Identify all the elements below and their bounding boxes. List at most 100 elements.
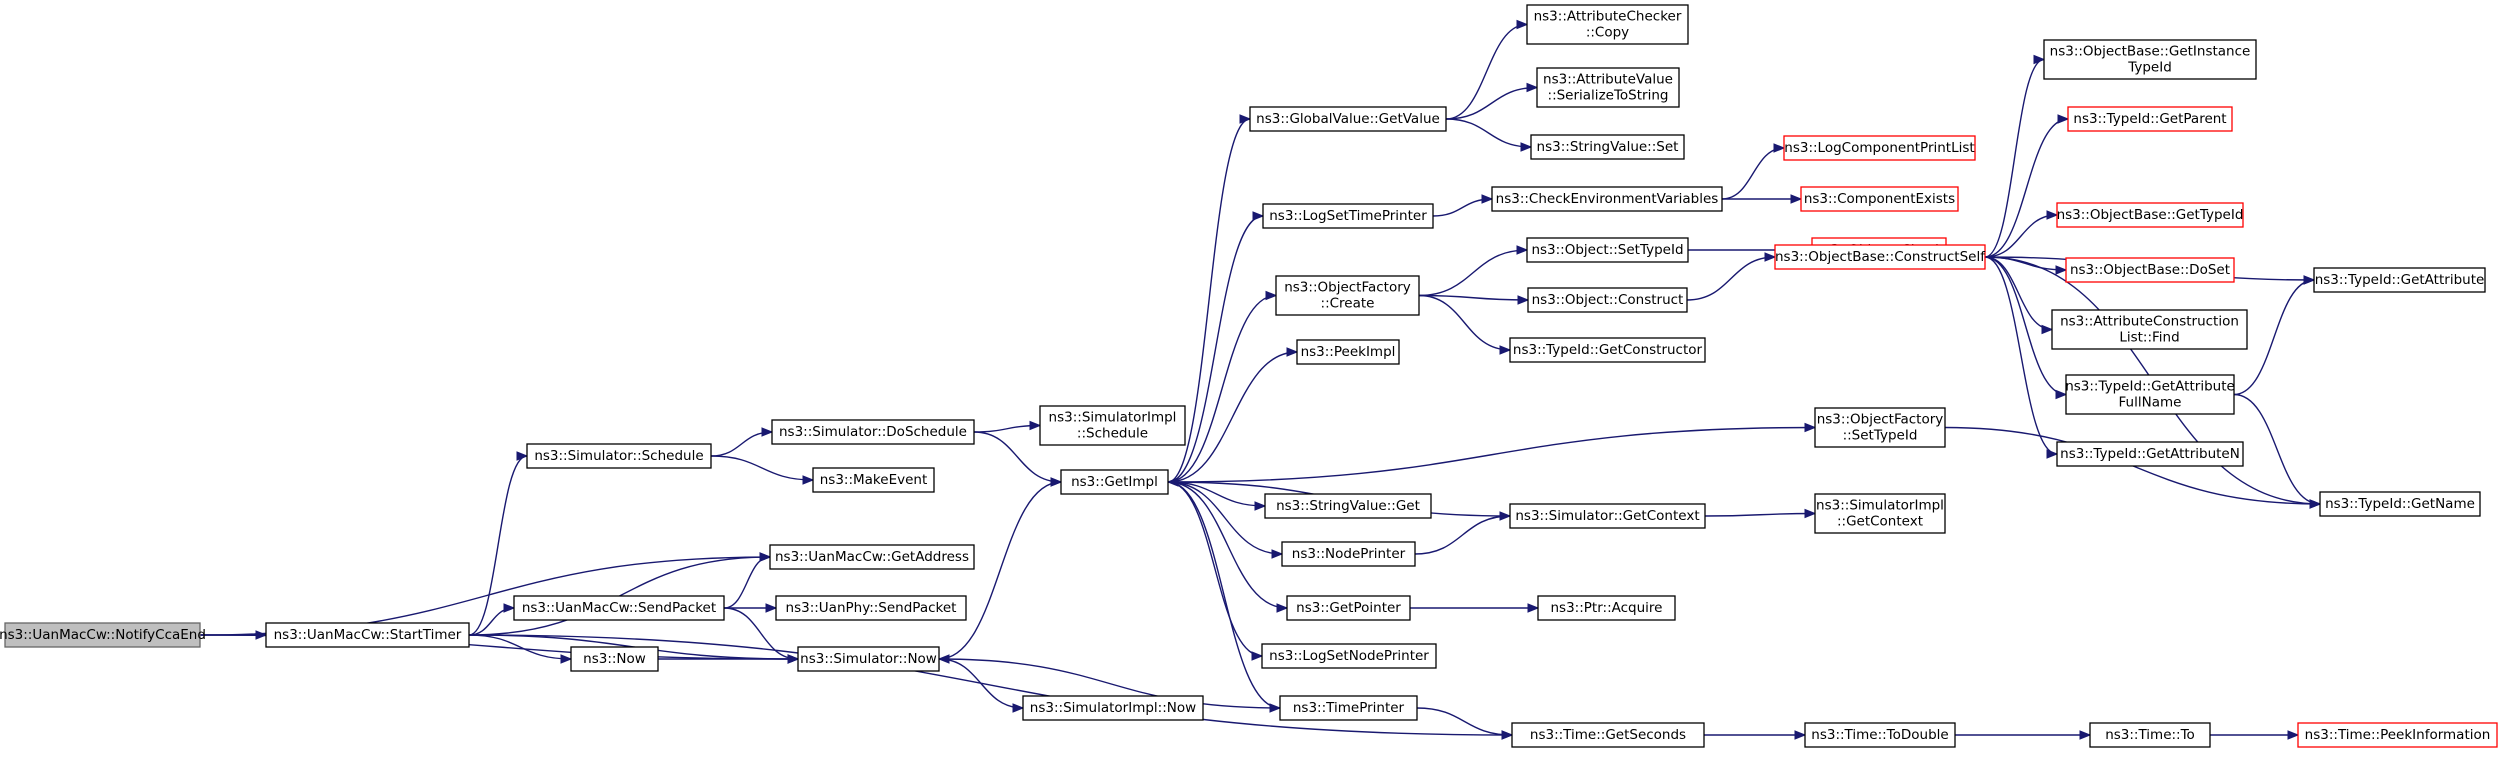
function-node-compexists[interactable]: ns3::ComponentExists [1800,186,1959,212]
node-label: ns3::ObjectBase::ConstructSelf [1775,249,1986,265]
function-node-logsetnode[interactable]: ns3::LogSetNodePrinter [1261,643,1437,669]
edge-line [1167,481,1266,507]
function-node-objbasedoset[interactable]: ns3::ObjectBase::DoSet [2065,257,2235,283]
function-node-typeidgetname[interactable]: ns3::TypeId::GetName [2319,491,2481,517]
function-node-attrcheckercopy[interactable]: ns3::AttributeChecker::Copy [1526,4,1689,45]
function-node-stringget[interactable]: ns3::StringValue::Get [1264,493,1432,519]
function-node-logcompprint[interactable]: ns3::LogComponentPrintList [1783,135,1976,161]
function-node-peekimpl[interactable]: ns3::PeekImpl [1296,339,1400,365]
node-box [1530,134,1685,160]
node-label: ns3::UanMacCw::SendPacket [522,600,716,616]
node-label: ns3::TypeId::GetParent [2073,111,2226,127]
function-node-objsettypeid[interactable]: ns3::Object::SetTypeId [1526,237,1689,263]
call-edge-starttimer-to-getaddress [468,552,772,636]
node-label: ns3::TypeId::GetAttribute [2315,272,2485,288]
call-edge-timeto-to-peekinformation [2210,730,2300,740]
call-edge-doschedule-to-simimplschedule [973,420,1042,433]
node-label: ns3::LogSetNodePrinter [1269,648,1429,664]
node-box [4,622,201,648]
edge-arrowhead [560,654,573,664]
function-node-getimpl[interactable]: ns3::GetImpl [1060,469,1169,495]
function-node-simgetcontext[interactable]: ns3::Simulator::GetContext [1509,503,1706,529]
node-box [1249,106,1447,132]
node-box [1511,722,1705,748]
edge-arrowhead [1271,549,1284,559]
edge-arrowhead [1764,252,1777,262]
edge-line [1167,481,1283,555]
function-node-timetodouble[interactable]: ns3::Time::ToDouble [1804,722,1956,748]
node-label: ns3::CheckEnvironmentVariables [1496,191,1719,207]
function-node-peekinformation[interactable]: ns3::Time::PeekInformation [2297,722,2498,748]
edge-arrowhead [1481,194,1494,204]
function-node-sendpacket[interactable]: ns3::UanMacCw::SendPacket [513,595,725,621]
node-box [1774,244,1986,270]
function-node-uanphysend[interactable]: ns3::UanPhy::SendPacket [775,595,967,621]
function-node-typeidgetattribute[interactable]: ns3::TypeId::GetAttribute [2313,267,2486,293]
function-node-nodeprinter[interactable]: ns3::NodePrinter [1281,541,1416,567]
node-label: ::SetTypeId [1843,428,1918,444]
node-label: ns3::Object::SetTypeId [1531,242,1683,258]
function-node-attrvalueser[interactable]: ns3::AttributeValue::SerializeToString [1536,67,1680,108]
edge-arrowhead [1790,194,1803,204]
node-label: ns3::ComponentExists [1804,191,1955,207]
node-box [2065,257,2235,283]
node-label: ::GetContext [1837,514,1923,530]
node-box [1800,186,1959,212]
function-node-timeto[interactable]: ns3::Time::To [2089,722,2211,748]
function-node-getpointer[interactable]: ns3::GetPointer [1286,595,1411,621]
edge-line [1167,215,1264,483]
call-edge-getimpl-to-nodeprinter [1167,481,1284,559]
function-node-typeidgetparent[interactable]: ns3::TypeId::GetParent [2067,106,2233,132]
function-node-getaddress[interactable]: ns3::UanMacCw::GetAddress [769,544,975,570]
function-node-objfactorycreate[interactable]: ns3::ObjectFactory::Create [1275,275,1420,316]
edge-line [723,556,771,609]
node-box [2056,202,2244,228]
node-box [1264,493,1432,519]
function-node-simimplschedule[interactable]: ns3::SimulatorImpl::Schedule [1039,405,1186,446]
function-node-schedule[interactable]: ns3::Simulator::Schedule [526,443,712,469]
function-node-starttimer[interactable]: ns3::UanMacCw::StartTimer [265,622,470,648]
function-node-ptracquire[interactable]: ns3::Ptr::Acquire [1537,595,1676,621]
node-box [2065,374,2235,415]
node-label: ns3::GlobalValue::GetValue [1256,111,1440,127]
function-node-logsettime[interactable]: ns3::LogSetTimePrinter [1262,203,1434,229]
function-node-stringset[interactable]: ns3::StringValue::Set [1530,134,1685,160]
function-node-globalvalue[interactable]: ns3::GlobalValue::GetValue [1249,106,1447,132]
call-edge-constructself-to-typeidgetparent [1984,114,2070,258]
node-box [1509,503,1706,529]
node-box [1527,287,1688,313]
function-node-timegetseconds[interactable]: ns3::Time::GetSeconds [1511,722,1705,748]
function-node-objfactorysettypeid[interactable]: ns3::ObjectFactory::SetTypeId [1814,407,1946,448]
node-box [2067,106,2233,132]
node-label: ns3::TypeId::GetAttributeN [2060,446,2240,462]
function-node-checkenv[interactable]: ns3::CheckEnvironmentVariables [1491,186,1723,212]
call-edge-checkenv-to-logcompprint [1721,143,1786,200]
edge-line [1167,481,1281,709]
function-node-simimplgetcontext[interactable]: ns3::SimulatorImpl::GetContext [1814,493,1946,534]
function-node-simimplnow[interactable]: ns3::SimulatorImpl::Now [1022,695,1204,721]
function-node-timeprinter[interactable]: ns3::TimePrinter [1279,695,1418,721]
edge-line [468,634,572,660]
function-node-constructself[interactable]: ns3::ObjectBase::ConstructSelf [1774,244,1986,270]
function-node-objbasegettypeid[interactable]: ns3::ObjectBase::GetTypeId [2056,202,2244,228]
function-node-makeevent[interactable]: ns3::MakeEvent [812,467,935,493]
function-node-doschedule[interactable]: ns3::Simulator::DoSchedule [771,419,975,445]
node-box [771,419,975,445]
function-node-simnow[interactable]: ns3::Simulator::Now [797,646,940,672]
call-edge-getimpl-to-objfactorysettypeid [1167,422,1817,483]
edge-line [1418,294,1529,301]
function-node-objconstruct[interactable]: ns3::Object::Construct [1527,287,1688,313]
call-edge-schedule-to-doschedule [710,427,774,457]
function-node-typeidgetctor[interactable]: ns3::TypeId::GetConstructor [1509,337,1706,363]
function-node-now[interactable]: ns3::Now [570,646,659,672]
edge-arrowhead [1286,347,1299,357]
edge-line [1984,214,2058,258]
function-node-notifyccaend[interactable]: ns3::UanMacCw::NotifyCcaEnd [0,622,206,648]
edge-line [1414,515,1511,555]
node-label: ns3::NodePrinter [1292,546,1406,562]
function-node-getattributen[interactable]: ns3::TypeId::GetAttributeN [2056,441,2244,467]
